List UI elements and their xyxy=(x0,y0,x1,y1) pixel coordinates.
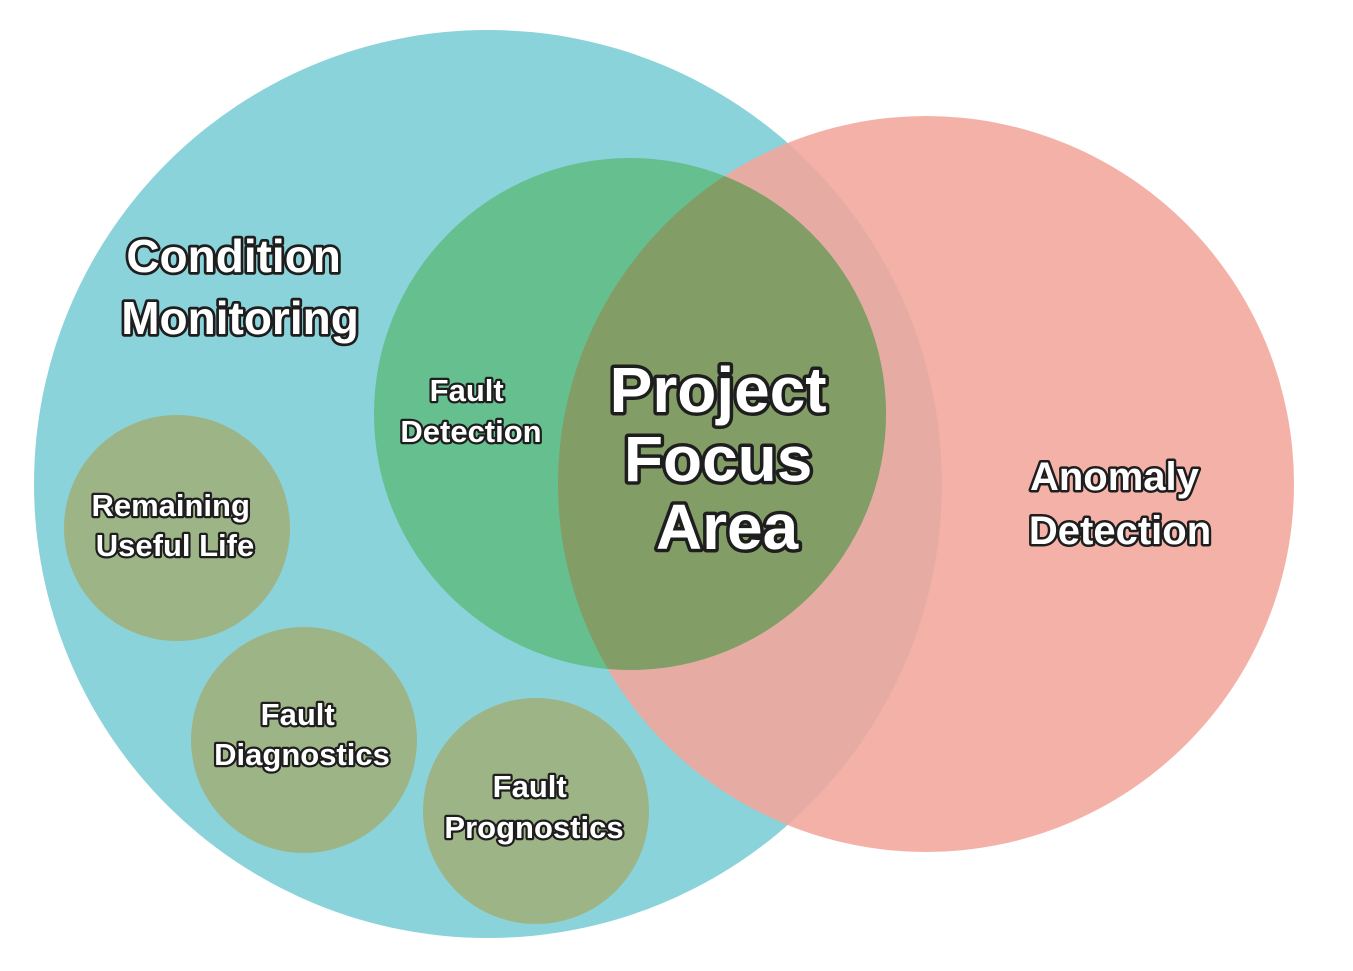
fault-prognostics-label: Fault Prognostics xyxy=(444,769,623,845)
anomaly-detection-label: Anomaly Detection xyxy=(1029,455,1211,553)
fault-diagnostics-label: Fault Diagnostics xyxy=(214,697,390,772)
project-focus-area-label: Project Focus Area xyxy=(610,354,845,563)
fault-diagnostics-circle xyxy=(191,627,417,853)
fault-detection-label: Fault Detection xyxy=(400,373,541,449)
remaining-useful-life-circle xyxy=(64,415,290,641)
remaining-useful-life-label: Remaining Useful Life xyxy=(91,488,258,563)
fault-prognostics-circle xyxy=(423,698,649,924)
condition-monitoring-label: Condition Monitoring xyxy=(121,230,359,344)
